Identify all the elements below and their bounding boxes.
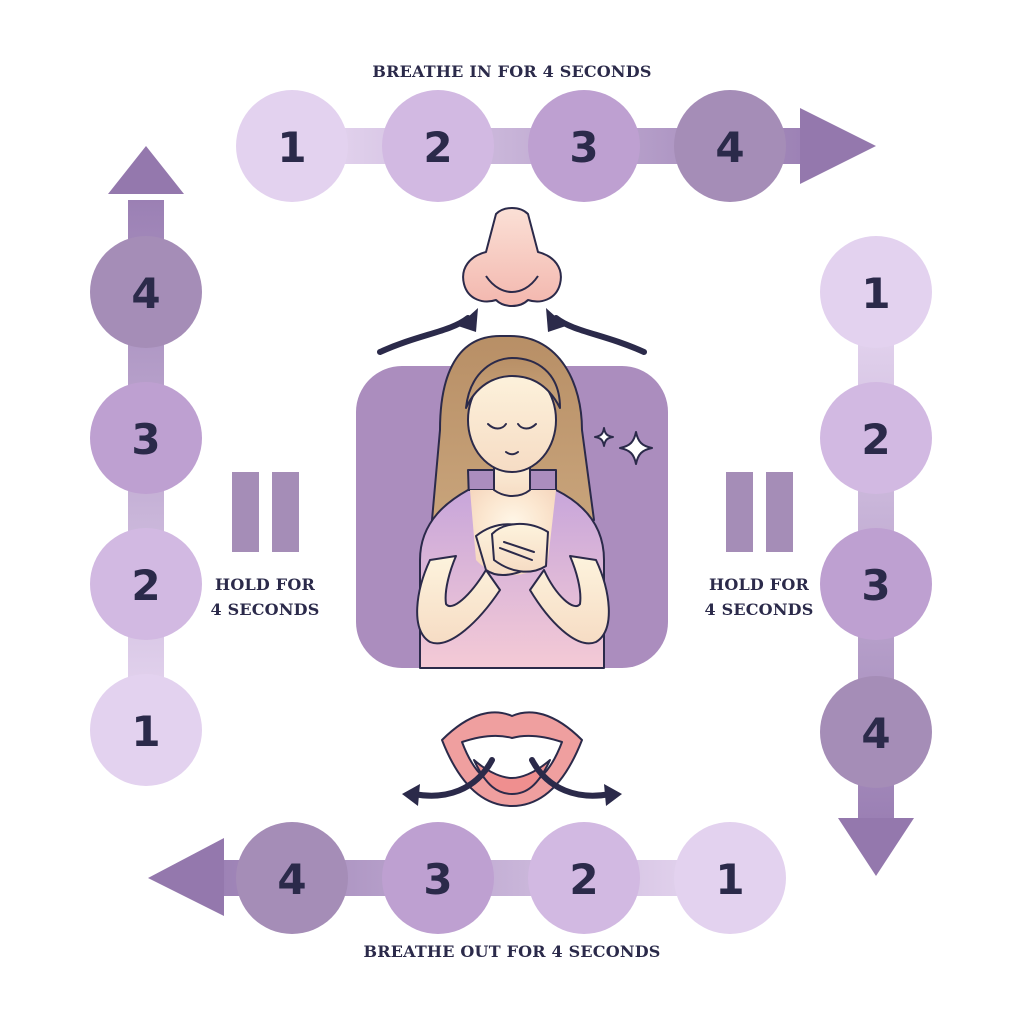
right-steps: 1 2 3 4 <box>820 236 932 788</box>
step-circle <box>382 822 494 934</box>
step-number: 4 <box>131 269 160 318</box>
hold-label-right: HOLD FOR 4 SECONDS <box>674 572 844 622</box>
step-circle <box>674 90 786 202</box>
step-number: 3 <box>423 855 452 904</box>
step-circle <box>236 822 348 934</box>
step-number: 2 <box>131 561 160 610</box>
inhale-title: BREATHE IN FOR 4 SECONDS <box>372 62 652 81</box>
step-circle <box>674 822 786 934</box>
step-circle <box>528 90 640 202</box>
step-number: 1 <box>861 269 890 318</box>
step-number: 2 <box>569 855 598 904</box>
step-circle <box>820 676 932 788</box>
step-number: 3 <box>131 415 160 464</box>
step-circle <box>820 382 932 494</box>
nose-icon <box>462 207 562 307</box>
step-number: 2 <box>861 415 890 464</box>
pause-icon <box>232 472 299 552</box>
left-steps: 4 3 2 1 <box>90 236 202 786</box>
hold-label-line: HOLD FOR <box>709 575 809 594</box>
step-circle <box>90 236 202 348</box>
step-number: 3 <box>861 561 890 610</box>
step-number: 4 <box>715 123 744 172</box>
step-number: 1 <box>715 855 744 904</box>
step-number: 1 <box>277 123 306 172</box>
step-number: 4 <box>277 855 306 904</box>
hold-label-line: HOLD FOR <box>215 575 315 594</box>
step-circle <box>820 528 932 640</box>
step-circle <box>90 674 202 786</box>
woman-hands-on-chest-illustration <box>416 335 610 669</box>
step-circle <box>90 528 202 640</box>
exhale-title: BREATHE OUT FOR 4 SECONDS <box>363 942 661 961</box>
inhale-arrows <box>377 315 647 355</box>
bottom-steps: 4 3 2 1 <box>236 822 786 934</box>
step-number: 2 <box>423 123 452 172</box>
step-circle <box>382 90 494 202</box>
hold-label-left: HOLD FOR 4 SECONDS <box>180 572 350 622</box>
step-circle <box>90 382 202 494</box>
step-circle <box>236 90 348 202</box>
exhale-arrows <box>411 757 613 799</box>
hold-label-line: 4 SECONDS <box>704 600 814 619</box>
pause-icon <box>726 472 793 552</box>
step-circle <box>820 236 932 348</box>
step-number: 1 <box>131 707 160 756</box>
top-steps: 1 2 3 4 <box>236 90 786 202</box>
step-number: 3 <box>569 123 598 172</box>
hold-label-line: 4 SECONDS <box>210 600 320 619</box>
step-circle <box>528 822 640 934</box>
sparkle-icon <box>594 427 653 465</box>
step-number: 4 <box>861 709 890 758</box>
